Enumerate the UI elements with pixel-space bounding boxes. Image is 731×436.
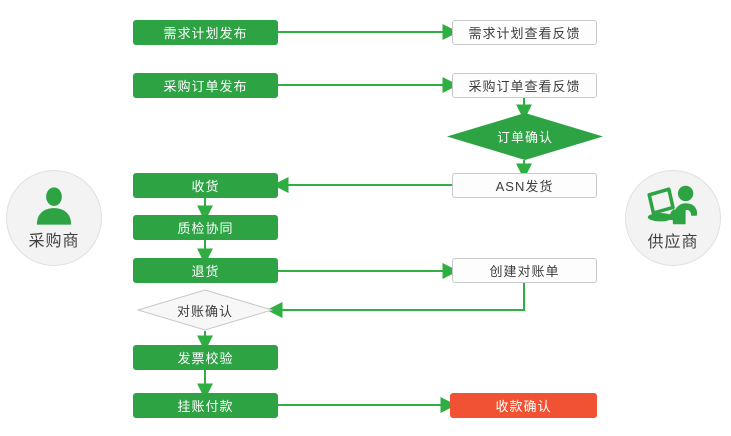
node-po-publish: 采购订单发布 — [133, 73, 278, 98]
node-receive-goods: 收货 — [133, 173, 278, 198]
diamond-shape — [136, 289, 274, 331]
node-asn-ship: ASN发货 — [452, 173, 597, 198]
person-laptop-icon — [645, 185, 701, 227]
node-quality-collab: 质检协同 — [133, 215, 278, 240]
node-po-feedback: 采购订单查看反馈 — [452, 73, 597, 98]
arrow-statement-to-confirm — [266, 283, 525, 318]
node-return-goods: 退货 — [133, 258, 278, 283]
buyer-actor: 采购商 — [6, 170, 102, 266]
buyer-label: 采购商 — [28, 232, 80, 250]
node-invoice-check: 发票校验 — [133, 345, 278, 370]
diamond-shape — [447, 113, 603, 160]
node-payment-on-account: 挂账付款 — [133, 393, 278, 418]
node-create-statement: 创建对账单 — [452, 258, 597, 283]
person-icon — [31, 186, 77, 226]
decision-order-confirm: 订单确认 — [447, 113, 603, 160]
node-demand-plan-feedback: 需求计划查看反馈 — [452, 20, 597, 45]
decision-order-confirm-label: 订单确认 — [496, 130, 553, 145]
supplier-actor: 供应商 — [625, 170, 721, 266]
decision-statement-confirm-label: 对账确认 — [176, 303, 233, 319]
node-demand-plan-publish: 需求计划发布 — [133, 20, 278, 45]
decision-statement-confirm: 对账确认 — [136, 289, 274, 331]
node-receipt-confirm: 收款确认 — [450, 393, 597, 418]
supplier-label: 供应商 — [647, 233, 699, 251]
